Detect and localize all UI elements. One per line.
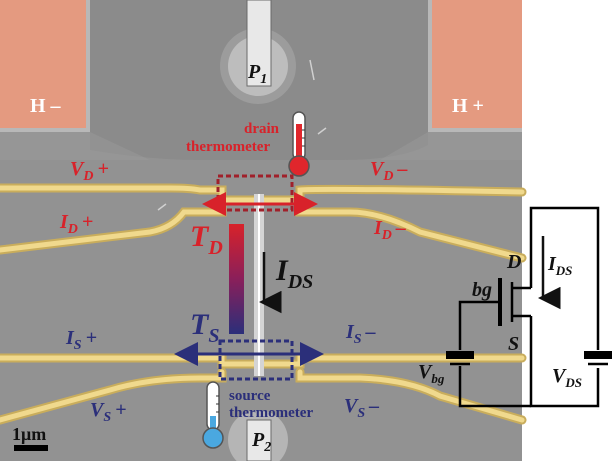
scale-bar [14, 445, 48, 451]
circuit-drain-label: D [506, 251, 521, 273]
heater-pad-right [428, 0, 522, 132]
circuit-background [522, 0, 616, 461]
circuit-ids-label: IDS [547, 253, 572, 278]
probe-p2 [228, 410, 288, 461]
id-plus-label: ID+ [59, 211, 93, 237]
drain-thermometer-line1: drain [244, 121, 280, 137]
thermometer-cold-icon [202, 381, 224, 449]
circuit-gate-label: bg [472, 279, 492, 301]
drain-leads [0, 183, 527, 263]
vbg-source [446, 351, 474, 359]
source-thermometer-line1: source [229, 388, 271, 404]
heater-plus-label: H + [452, 95, 484, 117]
temperature-gradient-bar [229, 224, 244, 334]
probe-p1 [220, 0, 296, 104]
heater-minus-label: H – [30, 95, 62, 117]
probe-p1-label: P1 [247, 61, 267, 87]
circuit-vbg-label: Vbg [418, 361, 445, 386]
is-plus-label: IS+ [65, 327, 97, 353]
id-minus-label: ID– [373, 217, 406, 243]
vs-minus-label: VS– [344, 395, 379, 421]
vd-minus-label: VD– [370, 158, 407, 184]
vd-plus-label: VD+ [70, 158, 109, 184]
scale-bar-label: 1μm [12, 424, 46, 444]
td-label: TD [190, 220, 223, 259]
heater-pad-left [0, 0, 90, 132]
ts-label: TS [190, 308, 219, 347]
circuit-source-label: S [508, 333, 519, 355]
source-thermometer-line2: thermometer [229, 405, 313, 421]
vds-source [584, 351, 612, 359]
vs-plus-label: VS+ [90, 399, 127, 425]
ids-label: IDS [275, 254, 313, 293]
is-minus-label: IS– [345, 321, 376, 347]
circuit-diagram [458, 206, 600, 408]
probe-p2-label: P2 [251, 429, 271, 455]
circuit-vds-label: VDS [552, 365, 582, 390]
drain-thermometer-line2: thermometer [186, 139, 270, 155]
thermometer-hot-icon [288, 111, 310, 177]
